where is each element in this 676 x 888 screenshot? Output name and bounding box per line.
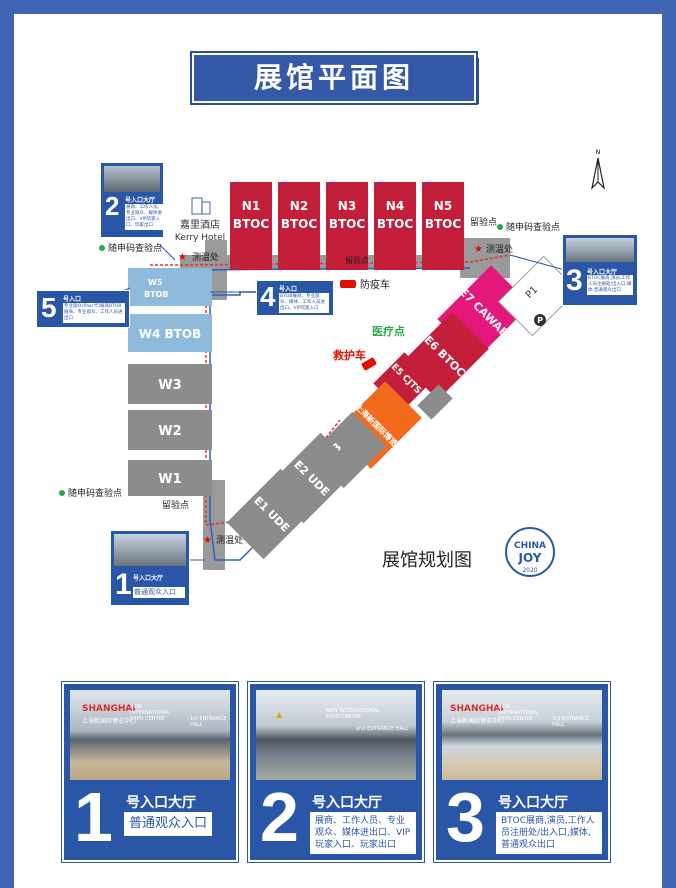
hall-n5[interactable]: N5 BTOC	[422, 182, 464, 270]
hall-e1[interactable]: E1 UDE	[226, 468, 318, 560]
route-red-north	[150, 254, 511, 266]
photo-thumb	[566, 238, 634, 262]
hall-n4[interactable]: N4 BTOC	[374, 182, 416, 270]
svg-text:W2: W2	[158, 424, 181, 439]
svg-text:N4: N4	[386, 199, 404, 213]
svg-text:随申码查验点: 随申码查验点	[506, 221, 560, 233]
parking-icon	[534, 314, 546, 326]
svg-text:留验点: 留验点	[470, 216, 497, 228]
temp-star-icon: ★	[203, 535, 212, 546]
svg-text:医疗点: 医疗点	[372, 324, 405, 338]
hall-n1[interactable]: N1 BTOC	[230, 182, 272, 270]
svg-text:随申码查验点: 随申码查验点	[68, 487, 122, 499]
svg-text:N1: N1	[242, 199, 260, 213]
svg-text:随申码查验点: 随申码查验点	[108, 242, 162, 254]
svg-text:BTOC: BTOC	[377, 217, 414, 231]
svg-text:CHINA: CHINA	[514, 541, 546, 551]
svg-text:防疫车: 防疫车	[360, 278, 390, 291]
svg-text:测温处: 测温处	[486, 243, 513, 255]
north-halls: N1 BTOC N2 BTOC N3 BTOC N4 BTOC N5 BTOC	[230, 182, 464, 270]
svg-text:W4 BTOB: W4 BTOB	[139, 327, 201, 341]
hall-w2[interactable]: W2	[128, 410, 212, 450]
epidemic-car-icon	[340, 280, 356, 288]
svg-text:BTOC: BTOC	[329, 217, 366, 231]
svg-text:BTOC: BTOC	[281, 217, 318, 231]
svg-text:2020: 2020	[522, 567, 537, 574]
green-dot-icon	[99, 245, 105, 251]
svg-text:BTOB: BTOB	[144, 290, 168, 299]
hall-w5[interactable]: W5 BTOB	[128, 268, 212, 306]
svg-text:P: P	[537, 316, 543, 325]
hall-w4[interactable]: W4 BTOB	[128, 314, 212, 352]
hall-p1[interactable]: P1	[497, 255, 579, 337]
sw-connector	[203, 480, 225, 570]
callout-entrance-2: 2 号入口大厅 展商、工作人员、专业观众、媒体进出口、VIP玩家入口、玩家出口	[100, 162, 164, 238]
svg-text:Kerry Hotel: Kerry Hotel	[175, 233, 225, 243]
green-dot-icon	[497, 224, 503, 230]
markers: ★ 测温处 ★ 测温处 ★ 测温处 留验点 留验点 留验点 随申码查验点 随申码…	[59, 216, 560, 546]
svg-text:N: N	[596, 149, 601, 156]
leader-line	[509, 254, 566, 271]
map-title: 展馆规划图	[382, 550, 472, 571]
svg-text:救护车: 救护车	[333, 348, 366, 362]
compass-icon: N	[591, 149, 605, 190]
svg-text:JOY: JOY	[518, 551, 542, 565]
entrance-2-photo: ▲ NEW INTERNATIONAL EXPO CENTRE 2nd ENTR…	[256, 690, 416, 780]
svg-text:BTOC: BTOC	[233, 217, 270, 231]
hall-w1[interactable]: W1	[128, 460, 212, 496]
svg-text:BTOC: BTOC	[425, 217, 462, 231]
entrance-card-2[interactable]: ▲ NEW INTERNATIONAL EXPO CENTRE 2nd ENTR…	[247, 681, 425, 863]
svg-text:嘉里酒店: 嘉里酒店	[180, 218, 220, 231]
callout-entrance-4: 4 号入口 BTOB展商、专业观众、媒体、工作人员进出口、VIP玩家入口	[256, 280, 334, 316]
svg-text:留验点: 留验点	[162, 499, 189, 511]
ambulance-icon	[361, 357, 377, 371]
hall-n3[interactable]: N3 BTOC	[326, 182, 368, 270]
temp-star-icon: ★	[178, 252, 187, 263]
callout-entrance-1: 1 号入口大厅 普通观众入口	[110, 530, 190, 606]
photo-thumb	[104, 166, 160, 192]
svg-text:留验点: 留验点	[345, 255, 369, 265]
hall-w3[interactable]: W3	[128, 364, 212, 404]
entrance-3-photo: SHANGHAI NEW INTERNATIONAL EXPO CENTRE 上…	[442, 690, 602, 780]
west-halls: W5 BTOB W4 BTOB W3 W2 W1	[128, 268, 212, 496]
page-title: 展馆平面图	[192, 53, 476, 103]
green-dot-icon	[59, 490, 65, 496]
svg-text:N5: N5	[434, 199, 452, 213]
chinajoy-logo: CHINA JOY 2020	[505, 527, 555, 577]
svg-text:W3: W3	[158, 378, 181, 393]
entrance-card-3[interactable]: SHANGHAI NEW INTERNATIONAL EXPO CENTRE 上…	[433, 681, 611, 863]
svg-text:测温处: 测温处	[216, 534, 243, 546]
east-halls: E7 CAWAE P1 P E6 BTOC E5 CJTS E4 上海新国际博览…	[226, 255, 579, 560]
kerry-hotel: 嘉里酒店 Kerry Hotel	[175, 197, 225, 243]
callout-entrance-5: 5 号入口 专业观众(Pass卡)展商BTOB展商、专业观众、工作人员进出口	[36, 290, 130, 328]
hall-n2[interactable]: N2 BTOC	[278, 182, 320, 270]
svg-text:W1: W1	[158, 472, 181, 487]
svg-text:测温处: 测温处	[192, 251, 219, 263]
svg-text:N3: N3	[338, 199, 356, 213]
entrance-1-photo: SHANGHAI NEW INTERNATIONAL EXPO CENTRE 上…	[70, 690, 230, 780]
temp-star-icon: ★	[474, 244, 483, 255]
leader-line	[159, 244, 176, 261]
svg-text:N2: N2	[290, 199, 308, 213]
callout-entrance-3: 3 号入口大厅 BTOC展商,演员,工作人员注册处/出入口,媒体,普通观众出口	[562, 234, 638, 306]
entrance-card-1[interactable]: SHANGHAI NEW INTERNATIONAL EXPO CENTRE 上…	[61, 681, 239, 863]
photo-thumb	[114, 534, 186, 566]
ne-connector	[460, 238, 510, 278]
svg-text:W5: W5	[148, 278, 163, 287]
